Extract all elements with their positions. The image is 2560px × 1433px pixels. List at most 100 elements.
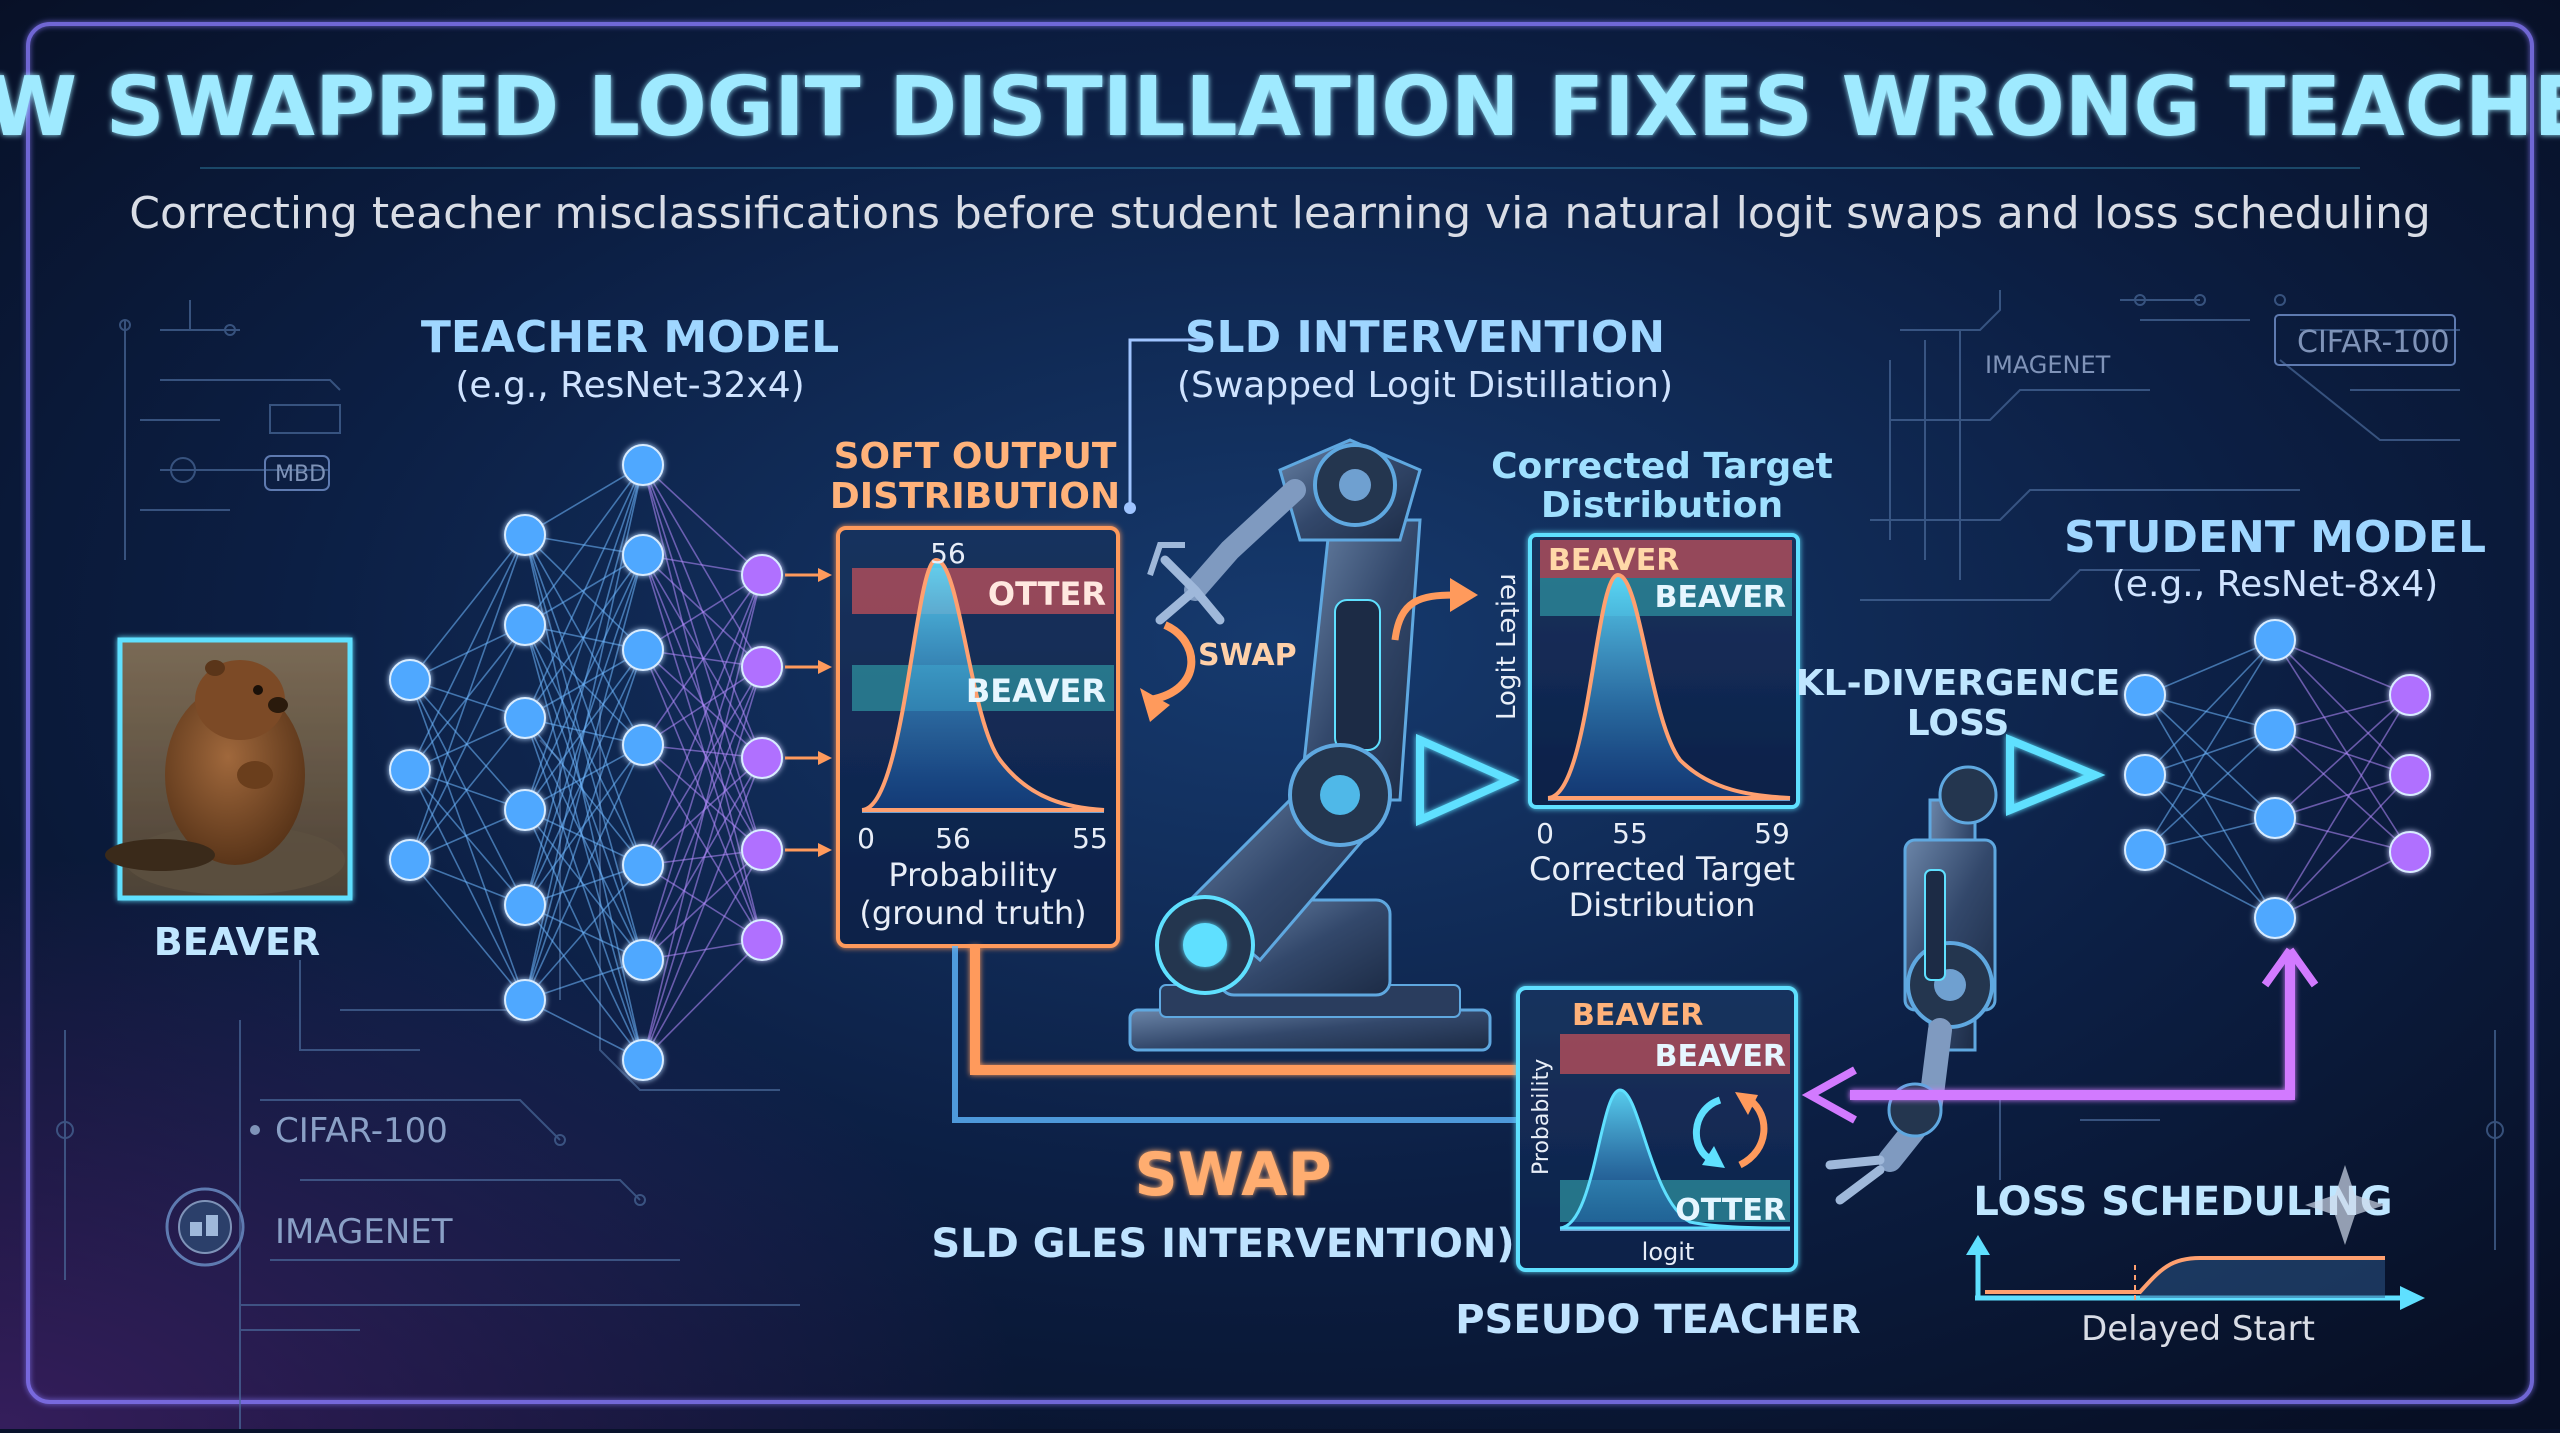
student-node: [2254, 619, 2296, 661]
student-node: [2124, 829, 2166, 871]
student-edge: [2274, 817, 2411, 853]
teacher-edge: [642, 666, 763, 961]
teacher-node: [389, 839, 431, 881]
pipe-purple-up-head: [2261, 947, 2319, 988]
student-edge: [2274, 694, 2411, 731]
teacher-edge: [642, 554, 763, 941]
teacher-edge: [524, 464, 644, 626]
pipe-purple-head: [1801, 1066, 1857, 1124]
student-edge: [2274, 639, 2411, 853]
teacher-edge: [642, 666, 763, 746]
student-node: [2254, 797, 2296, 839]
sld-subtitle: (Swapped Logit Distillation): [1177, 365, 1673, 406]
student-edge: [2144, 639, 2276, 696]
soft-output-panel: [836, 526, 1120, 948]
student-edge: [2144, 817, 2276, 851]
teacher-edge: [642, 574, 763, 1061]
teacher-edge: [524, 464, 644, 906]
student-node: [2389, 754, 2431, 796]
teacher-edge: [409, 769, 526, 906]
student-edge: [2274, 639, 2411, 776]
soft-output-peak-label: 56: [930, 537, 966, 570]
student-edge: [2144, 639, 2276, 851]
teacher-edge: [642, 574, 763, 746]
soft-output-tick-1: 56: [935, 822, 971, 855]
circuit-decor-right: [1860, 290, 2504, 1250]
imagenet-badge: [165, 1187, 245, 1267]
student-edge: [2144, 774, 2276, 919]
sparkle-icon: [2305, 1165, 2385, 1245]
teacher-edge: [524, 717, 644, 961]
pseudo-x-label: logit: [1642, 1238, 1695, 1266]
soft-output-curve: [861, 557, 1105, 812]
teacher-edge: [524, 864, 644, 1001]
teacher-node: [741, 646, 783, 688]
page-title: HOW SWAPPED LOGIT DISTILLATION FIXES WRO…: [0, 60, 2560, 155]
corrected-class-top-right: BEAVER: [1655, 580, 1786, 615]
teacher-edge: [642, 757, 763, 961]
teacher-edge: [409, 679, 526, 1001]
teacher-edge: [642, 554, 763, 851]
teacher-edge: [642, 649, 763, 851]
dataset-label-right-cifar: CIFAR-100: [2297, 325, 2450, 360]
teacher-node: [622, 724, 664, 766]
teacher-node: [622, 844, 664, 886]
teacher-edge: [409, 534, 526, 681]
soft-output-tick-0: 0: [857, 822, 875, 855]
swap-sublabel: SLD GLES INTERVENTION): [931, 1221, 1514, 1267]
teacher-edge: [642, 849, 763, 1061]
teacher-edge: [524, 624, 644, 866]
dataset-dot: [250, 1125, 260, 1135]
student-edge: [2274, 729, 2411, 853]
teacher-edge: [642, 744, 763, 941]
teacher-edge: [642, 574, 763, 866]
teacher-edge: [409, 534, 526, 771]
teacher-output-arrow-head: [818, 751, 832, 765]
dataset-label-left-cifar: CIFAR-100: [275, 1111, 448, 1151]
teacher-edge: [524, 464, 644, 536]
swap-cycle-icon: [1693, 1092, 1768, 1169]
student-title: STUDENT MODEL: [2064, 512, 2486, 563]
teacher-edge: [642, 574, 763, 651]
student-edge: [2274, 694, 2411, 819]
swap-label-top: SWAP: [1198, 638, 1297, 673]
teacher-edge: [409, 679, 526, 906]
corrected-tick-0: 0: [1536, 817, 1554, 850]
soft-output-class-beaver: BEAVER: [966, 672, 1106, 710]
teacher-edge: [524, 999, 644, 1061]
tag-mbd: [264, 455, 330, 491]
teacher-node: [741, 737, 783, 779]
student-edge: [2274, 851, 2411, 919]
corrected-bar-second: [1540, 578, 1792, 616]
soft-output-class-otter: OTTER: [988, 575, 1106, 613]
input-label: BEAVER: [154, 920, 320, 964]
teacher-edge: [642, 744, 763, 851]
teacher-node: [504, 514, 546, 556]
robot-to-target-arrow: [1391, 591, 1456, 641]
teacher-node: [504, 789, 546, 831]
loss-scheduling-chart: [1966, 1235, 2425, 1310]
student-edge: [2144, 694, 2276, 819]
corrected-y-label: Logit Ləʇiəɹ: [1492, 573, 1522, 720]
sld-title: SLD INTERVENTION: [1185, 312, 1665, 363]
teacher-edge: [642, 464, 763, 576]
swap-arrow-head: [1140, 688, 1170, 722]
student-node: [2254, 897, 2296, 939]
student-subtitle: (e.g., ResNet-8x4): [2112, 564, 2438, 605]
soft-output-title-line1: SOFT OUTPUT: [834, 436, 1117, 477]
pipe-purple: [1850, 950, 2295, 1100]
teacher-title: TEACHER MODEL: [421, 312, 839, 363]
dataset-label-left-imagenet: IMAGENET: [275, 1212, 453, 1252]
teacher-edge: [524, 464, 644, 811]
corrected-caption-line2: Distribution: [1569, 886, 1756, 924]
teacher-edge: [524, 649, 644, 1001]
teacher-edge: [409, 534, 526, 861]
teacher-node: [622, 1039, 664, 1081]
swap-label-bottom: SWAP: [1134, 1140, 1331, 1210]
teacher-output-arrow-head: [818, 843, 832, 857]
teacher-node: [741, 829, 783, 871]
student-node: [2124, 674, 2166, 716]
pseudo-class-bottom: OTTER: [1675, 1193, 1786, 1228]
